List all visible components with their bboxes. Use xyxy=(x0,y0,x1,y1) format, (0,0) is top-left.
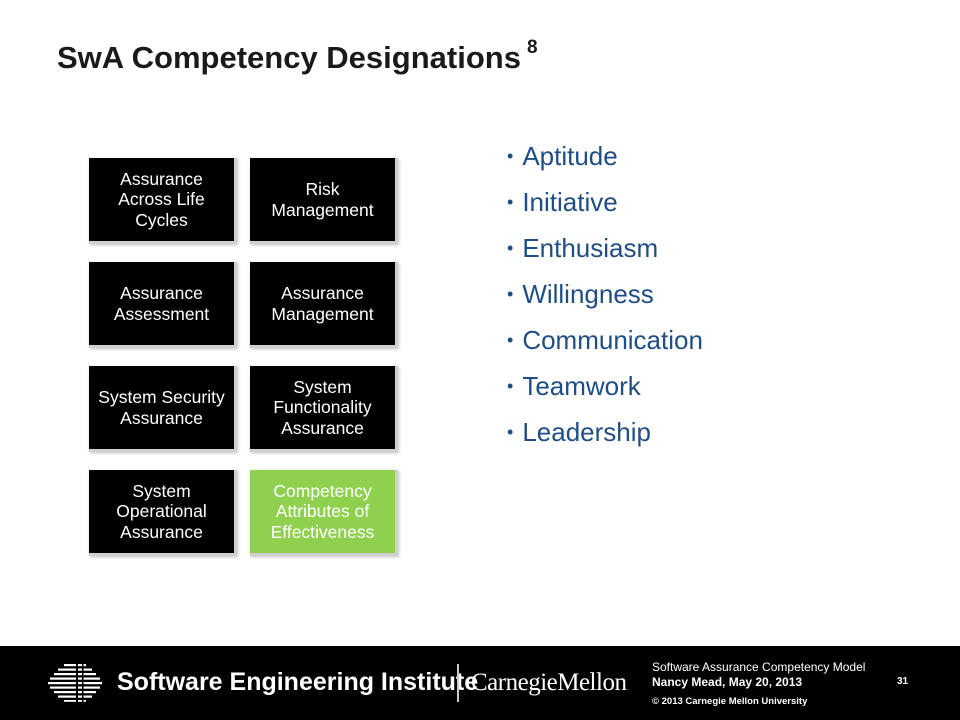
bullet-dot-icon: • xyxy=(507,284,514,304)
author-date: Nancy Mead, May 20, 2013 xyxy=(652,675,803,689)
university-name: CarnegieMellon xyxy=(471,669,627,696)
attribute-bullet-list: • Aptitude • Initiative • Enthusiasm • Willi… xyxy=(507,133,703,455)
bullet-dot-icon: • xyxy=(507,376,514,396)
bullet-dot-icon: • xyxy=(507,422,514,442)
slide-title-text: SwA Competency Designations xyxy=(57,40,521,75)
competency-box-assurance-across-life-cycles: Assurance Across Life Cycles xyxy=(89,158,237,244)
bullet-item: • Willingness xyxy=(507,271,703,317)
bullet-item: • Leadership xyxy=(507,409,703,455)
bullet-dot-icon: • xyxy=(507,330,514,350)
competency-box-risk-management: Risk Management xyxy=(250,158,398,244)
bullet-item: • Aptitude xyxy=(507,133,703,179)
bullet-dot-icon: • xyxy=(507,238,514,258)
bullet-text: Willingness xyxy=(522,279,654,309)
bullet-text: Communication xyxy=(522,325,703,355)
competency-box-competency-attributes: Competency Attributes of Effectiveness xyxy=(250,470,398,556)
box-label: Assurance Across Life Cycles xyxy=(118,169,205,230)
page-number: 31 xyxy=(897,676,909,687)
box-label: Assurance Assessment xyxy=(113,283,210,324)
bullet-dot-icon: • xyxy=(507,146,514,166)
presentation-title: Software Assurance Competency Model xyxy=(652,660,866,674)
bullet-item: • Enthusiasm xyxy=(507,225,703,271)
competency-box-assurance-assessment: Assurance Assessment xyxy=(89,262,237,348)
copyright: © 2013 Carnegie Mellon University xyxy=(652,696,808,707)
bullet-text: Teamwork xyxy=(522,371,641,401)
box-label: Assurance Management xyxy=(271,283,374,324)
institute-name: Software Engineering Institute xyxy=(117,668,479,696)
box-label: Competency Attributes of Effectiveness xyxy=(270,481,375,542)
competency-box-system-functionality-assurance: System Functionality Assurance xyxy=(250,366,398,452)
title-superscript: 8 xyxy=(526,36,538,58)
bullet-item: • Teamwork xyxy=(507,363,703,409)
bullet-text: Enthusiasm xyxy=(522,233,659,263)
box-label: System Functionality Assurance xyxy=(273,377,372,438)
bullet-dot-icon: • xyxy=(507,192,514,212)
footer-divider xyxy=(457,664,459,702)
bullet-item: • Initiative xyxy=(507,179,703,225)
competency-box-system-security-assurance: System Security Assurance xyxy=(89,366,237,452)
footer-info: Software Assurance Competency Model Nanc… xyxy=(652,660,865,708)
box-label: System Operational Assurance xyxy=(116,481,207,542)
box-label: Risk Management xyxy=(271,179,374,220)
bullet-text: Initiative xyxy=(522,187,618,217)
competency-box-system-operational-assurance: System Operational Assurance xyxy=(89,470,237,556)
bullet-text: Leadership xyxy=(522,417,651,447)
bullet-item: • Communication xyxy=(507,317,703,363)
slide-footer: Software Engineering Institute CarnegieM… xyxy=(0,646,960,720)
competency-box-assurance-management: Assurance Management xyxy=(250,262,398,348)
box-label: System Security Assurance xyxy=(98,387,225,428)
sei-logo-icon xyxy=(48,662,102,702)
bullet-text: Aptitude xyxy=(522,141,618,171)
